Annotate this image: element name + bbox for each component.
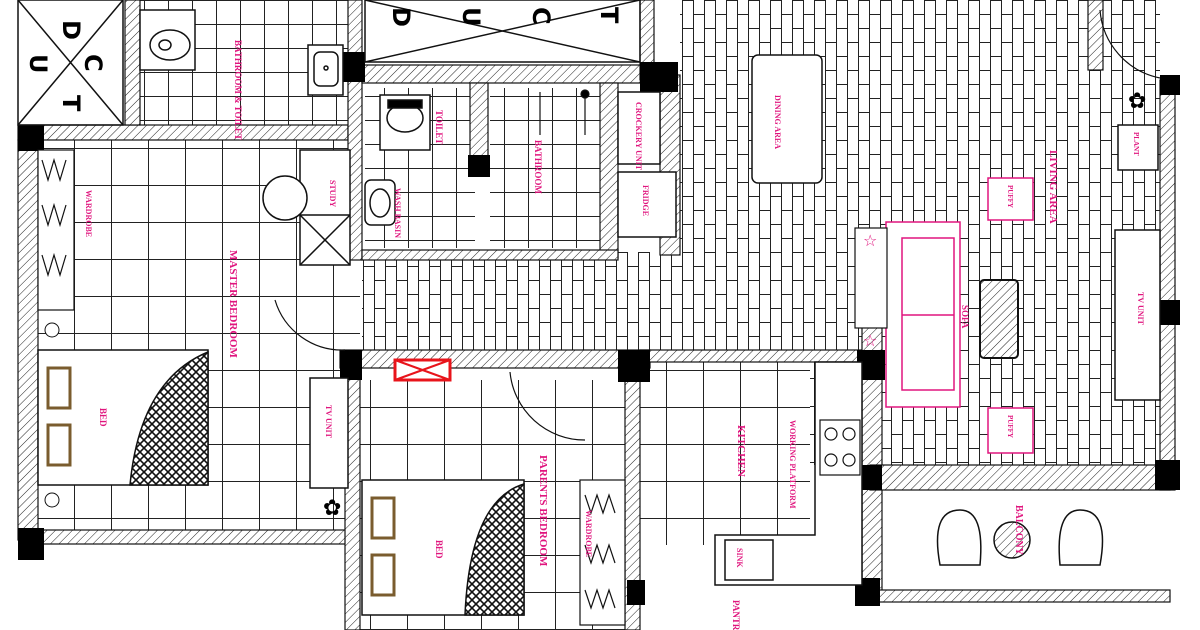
label-plant: PLANT xyxy=(1132,132,1140,156)
door-swing xyxy=(1099,9,1161,79)
label-wash-basin: WASH BASIN xyxy=(393,188,402,238)
label-bathroom-toilet: BATHROOM & TOILET xyxy=(233,40,243,140)
study-chair xyxy=(262,175,308,221)
bed-master-unit xyxy=(37,349,209,486)
label-master-bedroom: MASTER BEDROOM xyxy=(227,250,239,358)
label-sink: SINK xyxy=(735,548,744,568)
duct-top-letter-t: T xyxy=(595,7,623,24)
wash-basin-icon xyxy=(364,179,396,226)
corner-table xyxy=(854,227,888,329)
tv-unit-master-box xyxy=(309,377,349,489)
duct-top-letter-d: D xyxy=(387,7,415,27)
label-working-platform: WORKING PLATFORM xyxy=(788,420,797,509)
label-crockery-unit: CROCKERY UNIT xyxy=(634,102,643,171)
label-dining-area: DINING AREA xyxy=(773,95,782,149)
label-tv-unit-living: TV UNIT xyxy=(1136,292,1145,326)
label-fridge: FRIDGE xyxy=(641,185,650,216)
label-wardrobe-master: WARDROBE xyxy=(84,190,93,237)
shower-drain xyxy=(539,89,590,135)
label-balcony: BALCONY xyxy=(1013,505,1024,556)
toilet-icon xyxy=(379,94,431,151)
star-icon: ☆ xyxy=(863,331,877,350)
alarm-icon xyxy=(393,358,452,382)
plant-icon: ✿ xyxy=(323,496,341,521)
label-pantry: PANTRY xyxy=(731,600,741,630)
study-unit xyxy=(299,149,351,266)
tv-unit-living-box xyxy=(1114,229,1161,401)
label-parents-bedroom: PARENTS BEDROOM xyxy=(537,455,549,567)
wardrobe-parents-unit xyxy=(579,479,626,626)
star-icon: ☆ xyxy=(863,231,877,250)
label-sofa: SOFA xyxy=(960,305,970,329)
label-toilet: TOILET xyxy=(434,110,444,144)
plant-icon: ✿ xyxy=(1128,89,1146,114)
plant-box xyxy=(1117,124,1159,171)
side-table xyxy=(44,322,60,338)
stove-icon xyxy=(819,419,861,476)
duct-letter-t: T xyxy=(57,95,85,112)
center-table xyxy=(979,279,1019,359)
bed-parents-unit xyxy=(361,479,525,616)
duct-top xyxy=(364,0,641,63)
label-living-area: LIVING AREA xyxy=(1047,150,1059,224)
floor-passage xyxy=(362,252,862,350)
wash-basin-icon xyxy=(307,44,344,96)
duct-left xyxy=(17,0,124,126)
sink-box xyxy=(724,539,774,581)
duct-top-letter-u: U xyxy=(457,7,485,27)
label-study: STUDY xyxy=(328,180,337,207)
floor-kitchen xyxy=(640,350,810,545)
floor-bathroom xyxy=(490,88,615,248)
working-platform-unit xyxy=(714,361,863,586)
toilet-icon xyxy=(139,9,196,71)
puffy-top-box xyxy=(987,177,1034,221)
label-puffy-top: PUFFY xyxy=(1006,185,1014,208)
door-swing xyxy=(274,299,346,351)
crockery-unit-box xyxy=(617,91,661,165)
label-kitchen: KITCHEN xyxy=(735,425,747,477)
sofa-unit xyxy=(885,221,961,408)
wardrobe-master-unit xyxy=(37,149,75,311)
duct-top-letter-c: C xyxy=(527,7,555,25)
balcony-furniture xyxy=(936,509,1104,566)
fridge-box xyxy=(617,171,677,238)
label-puffy-bottom: PUFFY xyxy=(1006,415,1014,438)
label-bed-parents: BED xyxy=(434,540,444,559)
duct-letter-d: D xyxy=(57,20,85,40)
label-bathroom: BATHROOM xyxy=(533,140,543,194)
label-tv-unit-master: TV UNIT xyxy=(324,405,333,439)
duct-letter-c: C xyxy=(79,54,107,72)
side-table xyxy=(44,492,60,508)
duct-letter-u: U xyxy=(24,54,52,74)
puffy-bottom-box xyxy=(987,407,1034,454)
label-bed-master: BED xyxy=(98,408,108,427)
dining-table xyxy=(751,54,823,184)
door-swing xyxy=(509,371,586,441)
label-wardrobe-parents: WARDROBE xyxy=(584,510,593,557)
